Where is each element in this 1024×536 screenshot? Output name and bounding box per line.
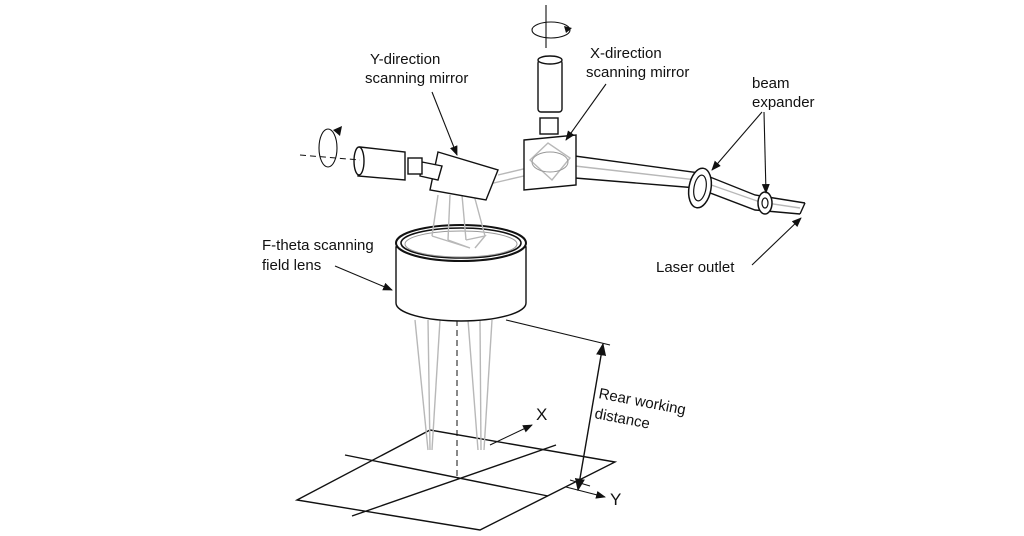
focused-beams bbox=[414, 319, 493, 451]
y-mirror-label-line1: Y-direction bbox=[370, 51, 440, 68]
f-theta-lens bbox=[395, 224, 527, 322]
laser-outlet-label: Laser outlet bbox=[656, 217, 802, 276]
working-distance-dimension: Rear working distance bbox=[505, 319, 687, 492]
rotation-arrow-icon bbox=[318, 126, 342, 168]
beam-expander-lens-small bbox=[757, 191, 773, 215]
x-mirror-label: X-direction scanning mirror bbox=[565, 45, 689, 141]
work-plane-grid bbox=[294, 320, 618, 531]
x-mirror-assembly bbox=[523, 55, 577, 191]
y-mirror-label-line2: scanning mirror bbox=[365, 70, 468, 87]
y-mirror-assembly bbox=[299, 146, 499, 201]
lens-label: F-theta scanning field lens bbox=[262, 237, 393, 291]
laser-outlet-label-text: Laser outlet bbox=[656, 259, 735, 276]
x-mirror-label-line2: scanning mirror bbox=[586, 64, 689, 81]
y-axis-label: Y bbox=[610, 490, 621, 509]
beam-expander-label: beam expander bbox=[711, 75, 815, 194]
lens-input-beams bbox=[431, 194, 487, 249]
y-mirror-label: Y-direction scanning mirror bbox=[365, 51, 468, 156]
x-axis-label: X bbox=[536, 405, 547, 424]
x-mirror-label-line1: X-direction bbox=[590, 45, 662, 62]
beam-tube bbox=[559, 153, 806, 215]
y-axis: Y bbox=[565, 486, 621, 509]
lens-label-line1: F-theta scanning bbox=[262, 237, 374, 254]
beam-expander-lens-large bbox=[687, 167, 713, 209]
lens-label-line2: field lens bbox=[262, 257, 321, 274]
beam-expander-label-line1: beam bbox=[752, 75, 790, 92]
beam-expander-label-line2: expander bbox=[752, 94, 815, 111]
rotation-arrow-icon bbox=[531, 5, 572, 48]
x-axis: X bbox=[489, 405, 547, 446]
